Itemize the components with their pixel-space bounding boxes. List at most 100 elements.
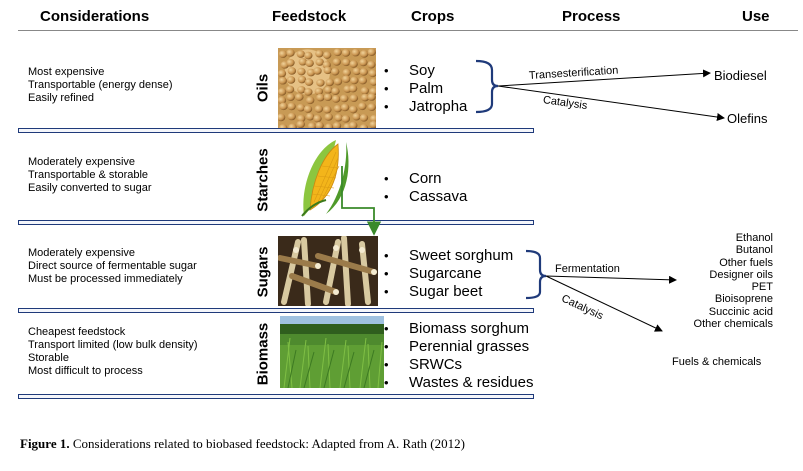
soybean: [340, 94, 349, 103]
starches-crop-list: Corn Cassava: [384, 170, 467, 206]
grass-field-photo: [280, 316, 384, 388]
soybean: [342, 75, 351, 83]
biomass-row-divider: [18, 394, 534, 399]
sugars-considerations: Moderately expensive Direct source of fe…: [28, 247, 197, 286]
soybean: [369, 78, 376, 86]
soybean: [278, 76, 288, 85]
soybean: [369, 120, 376, 128]
soybean: [316, 93, 325, 102]
use-item: Ethanol: [735, 232, 773, 244]
starches-considerations: Moderately expensive Transportable & sto…: [28, 156, 152, 195]
soybean: [333, 48, 342, 57]
soybean: [305, 59, 314, 68]
oils-row-divider: [18, 128, 534, 133]
soybean: [315, 121, 324, 128]
soybean: [279, 102, 288, 111]
oils-considerations: Most expensive Transportable (energy den…: [28, 66, 173, 105]
use-fuels-chemicals: Fuels & chemicals: [672, 356, 762, 368]
sugars-row-divider: [18, 308, 534, 313]
consideration-text: Most difficult to process: [28, 365, 143, 377]
crop-item: Sweet sorghum: [384, 247, 513, 265]
sugar-products-list: Ethanol Butanol Other fuels Designer oil…: [694, 232, 773, 330]
soybean: [352, 67, 362, 76]
soybean: [306, 68, 316, 77]
consideration-text: Storable: [28, 352, 69, 364]
soybean: [297, 85, 306, 94]
fermentation-label: Fermentation: [555, 263, 620, 275]
use-item: Bioisoprene: [714, 293, 773, 306]
soybean: [286, 93, 295, 101]
consideration-text: Moderately expensive: [28, 247, 136, 259]
soybean: [367, 93, 376, 101]
soybean: [359, 114, 369, 122]
crop-item: Corn: [384, 170, 467, 188]
soybean: [348, 84, 358, 93]
soybean: [367, 60, 376, 69]
soybeans-photo: [278, 48, 376, 128]
soybean: [369, 114, 376, 123]
header-crops: Crops: [411, 8, 455, 25]
consideration-text: Moderately expensive: [28, 156, 136, 168]
header-process: Process: [562, 8, 621, 25]
consideration-text: Most expensive: [28, 66, 105, 78]
crop-item: SRWCs: [384, 356, 534, 374]
soybean: [298, 57, 308, 66]
soybean: [324, 86, 333, 94]
crop-item: Cassava: [384, 188, 467, 206]
crop-item: Biomass sorghum: [384, 320, 534, 338]
soybean: [287, 67, 297, 75]
sugars-catalysis-arrow: [545, 275, 663, 332]
soybean: [367, 48, 376, 57]
soybean: [305, 112, 315, 121]
oils-crop-list: Soy Palm Jatropha: [384, 62, 467, 116]
soybean: [297, 75, 307, 84]
soybean: [324, 113, 333, 121]
soybean: [358, 102, 367, 111]
soybean: [332, 58, 341, 66]
soybean: [313, 67, 322, 75]
soybean: [341, 49, 351, 57]
soybean: [367, 103, 376, 112]
figure-label: Figure 1.: [20, 436, 70, 451]
header-rule: [18, 30, 798, 31]
soybean: [314, 87, 324, 96]
soybean: [286, 76, 296, 84]
transesterification-arrow: [497, 69, 711, 87]
soybean: [287, 112, 296, 121]
crop-item: Perennial grasses: [384, 338, 534, 356]
soybean: [358, 76, 368, 85]
soybean: [278, 96, 287, 105]
starches-row-divider: [18, 220, 534, 225]
soybean: [316, 79, 325, 87]
soybean: [278, 69, 287, 78]
crop-item: Sugar beet: [384, 283, 513, 301]
biomass-crop-list: Biomass sorghum Perennial grasses SRWCs …: [384, 320, 534, 392]
soybean: [296, 103, 306, 112]
soybean: [330, 67, 340, 76]
soybean: [360, 86, 370, 95]
soybean: [333, 104, 343, 113]
soybean: [323, 66, 333, 75]
soybean: [331, 95, 341, 103]
consideration-text: Transportable & storable: [28, 169, 149, 181]
figure-caption: Figure 1. Considerations related to biob…: [20, 436, 465, 452]
soybean: [331, 87, 340, 95]
soybean: [323, 105, 332, 114]
oils-brace: [475, 59, 499, 114]
soybean: [324, 123, 334, 128]
biomass-considerations: Cheapest feedstock Transport limited (lo…: [28, 326, 198, 378]
soybean: [305, 96, 315, 105]
use-item: Butanol: [735, 244, 773, 257]
crop-item: Sugarcane: [384, 265, 513, 283]
consideration-text: Transportable (energy dense): [28, 79, 173, 91]
soybean: [325, 78, 334, 87]
soybean: [304, 88, 313, 96]
sugarcane-photo: [278, 236, 378, 306]
soybean: [313, 114, 322, 123]
soybean: [359, 124, 369, 128]
consideration-text: Easily converted to sugar: [28, 182, 152, 194]
soybean: [296, 114, 306, 123]
soybean: [296, 120, 305, 128]
soybean: [334, 113, 343, 122]
